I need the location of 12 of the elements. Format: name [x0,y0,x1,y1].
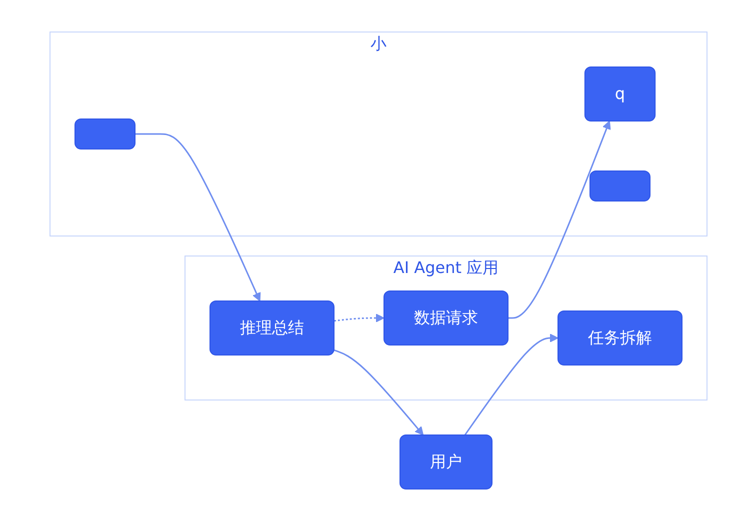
node-box [589,170,650,202]
node-box: q [584,66,656,122]
node-box: 数据请求 [383,290,508,346]
node-box: 推理总结 [209,300,334,356]
node-box [74,118,135,150]
arrow [464,334,558,436]
node-box: 任务拆解 [557,310,682,366]
node-box: 用户 [399,434,492,490]
arrow [134,133,260,302]
arrow [508,120,610,319]
arrow [333,349,424,436]
arrow [333,314,384,322]
